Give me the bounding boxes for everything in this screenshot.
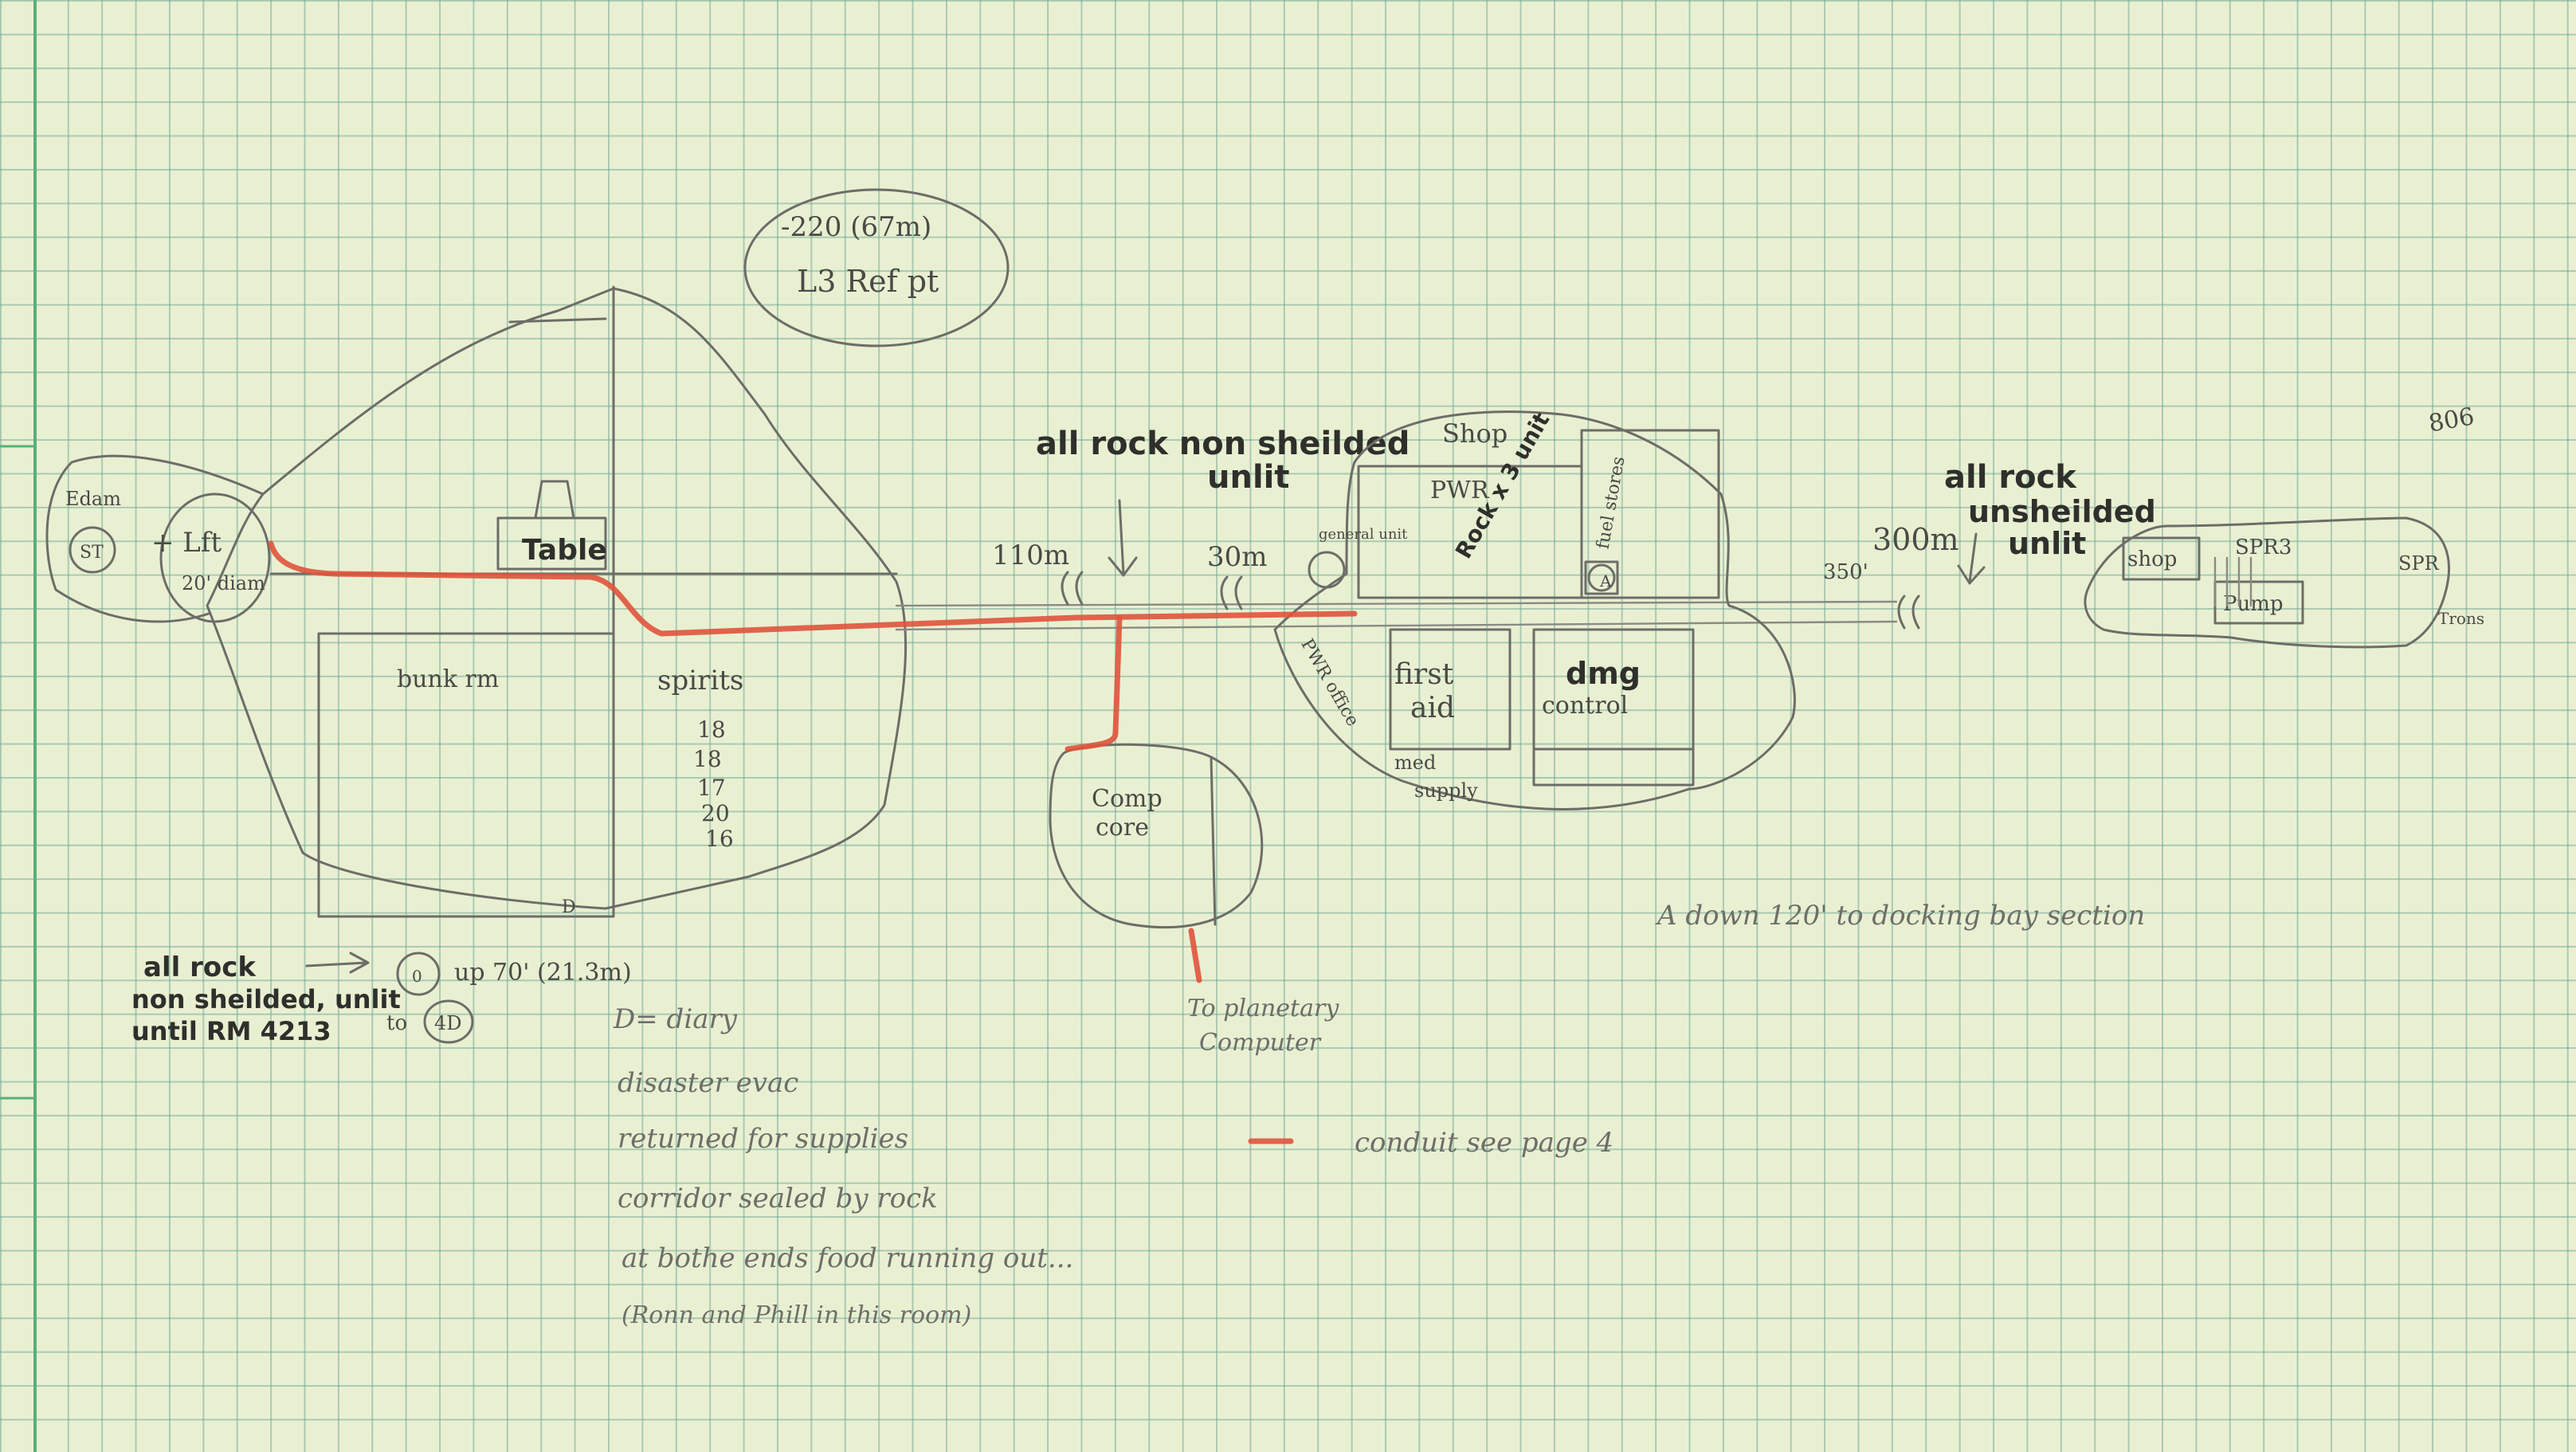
upper-shelf	[508, 317, 607, 324]
conduit-planetary	[1188, 928, 1202, 983]
lift-label: + Lft	[151, 527, 222, 559]
up-note: up 70' (21.3m)	[454, 959, 632, 987]
main-cavern-outline	[206, 287, 908, 910]
break-mark-30	[1220, 575, 1243, 610]
bottom-note-arrow	[305, 952, 370, 974]
circle-a-box	[1584, 560, 1619, 595]
lift-shaft	[159, 493, 271, 623]
diary-line-6: (Ronn and Phill in this room)	[621, 1301, 971, 1329]
comp-label: Comp	[1092, 785, 1163, 813]
to-planetary-2: Computer	[1199, 1029, 1322, 1057]
diary-line-4: corridor sealed by rock	[618, 1183, 938, 1215]
lift-size: 20' diam	[182, 572, 265, 595]
rock-note-bottom-3: until RM 4213	[131, 1016, 331, 1046]
spr3-right-label: SPR	[2398, 552, 2440, 575]
up-shaft-circle	[396, 952, 441, 996]
rock-note-right-arrow	[1957, 532, 1986, 585]
conduit-line	[268, 540, 1358, 637]
dist-110: 110m	[992, 540, 1069, 571]
circle-a-label: A	[1599, 571, 1612, 591]
spr3-grate	[2213, 556, 2253, 607]
rock-note-bottom-1: all rock	[143, 952, 257, 983]
elev-806: 806	[2426, 402, 2476, 438]
ref-point-label: L3 Ref pt	[797, 264, 939, 299]
shop-label: Shop	[1442, 418, 1508, 449]
main-corridor-bottom	[895, 620, 1898, 631]
right-shop-room	[2122, 536, 2201, 581]
general-unit-circle	[1308, 551, 1346, 589]
spirits-count-2: 18	[693, 746, 722, 772]
table-chair	[534, 480, 575, 520]
pwr-office-label: PWR office	[1296, 636, 1362, 730]
conduit-branch	[1065, 614, 1123, 752]
dist-30: 30m	[1207, 541, 1268, 573]
rock-note-top-arrow	[1108, 499, 1138, 577]
pump-label: Pump	[2223, 592, 2284, 616]
rock-note-bottom-2: non sheilded, unlit	[131, 984, 401, 1014]
diary-line-3: returned for supplies	[618, 1123, 908, 1155]
spr3-label: SPR3	[2235, 536, 2292, 559]
to-label: to	[386, 1011, 407, 1035]
spirits-count-5: 16	[705, 826, 734, 852]
dist-350: 350'	[1823, 560, 1868, 584]
right-end-cavern	[2084, 516, 2450, 649]
control-label: control	[1542, 692, 1628, 720]
bunk-room	[317, 632, 615, 918]
dmg-label: dmg	[1566, 656, 1641, 691]
rock-note-right-2: unsheilded	[1968, 494, 2156, 529]
core-label: core	[1096, 814, 1149, 842]
circle-4d-label: 4D	[434, 1012, 462, 1034]
st-circle	[69, 526, 116, 574]
central-complex-outline	[1273, 410, 1796, 810]
dmg-control-room	[1532, 628, 1695, 787]
rock-note-right-1: all rock	[1944, 459, 2077, 496]
pwr-label: PWR	[1430, 477, 1490, 504]
to-planetary-1: To planetary	[1187, 995, 1339, 1022]
fuel-stores-label: fuel stores	[1594, 455, 1629, 551]
spirits-label: spirits	[657, 665, 743, 697]
edam-label: Edam	[65, 488, 121, 510]
comp-core-outline	[1049, 743, 1264, 929]
circle-a	[1587, 563, 1616, 592]
main-corridor-top	[895, 600, 1898, 607]
bunk-label: bunk rm	[397, 665, 499, 693]
ref-elevation: -220 (67m)	[781, 211, 931, 243]
room-4d-circle	[423, 999, 474, 1044]
down-note: A down 120' to docking bay section	[1655, 900, 2145, 932]
break-mark-110	[1061, 571, 1084, 606]
rock-note-top-2: unlit	[1207, 459, 1290, 496]
supply-label: supply	[1414, 779, 1478, 802]
circle-0-label: 0	[412, 967, 422, 986]
rock-note-top-1: all rock non sheilded	[1036, 426, 1410, 462]
st-label: ST	[80, 543, 104, 563]
ref-point-ellipse	[743, 188, 1010, 347]
spirits-count-3: 17	[697, 775, 726, 801]
break-mark-300	[1897, 595, 1920, 630]
general-unit-label: general unit	[1319, 526, 1408, 543]
med-label: med	[1394, 752, 1436, 774]
rock-note-right-3: unlit	[2008, 526, 2086, 561]
diary-line-5: at bothe ends food running out...	[621, 1242, 1073, 1274]
diary-mark: D	[562, 897, 576, 917]
spirits-count-4: 20	[701, 800, 730, 826]
first-label: first	[1394, 658, 1454, 691]
dist-300: 300m	[1872, 522, 1959, 557]
table-label: Table	[522, 534, 607, 567]
trons-label: Trons	[2438, 609, 2484, 628]
aid-label: aid	[1410, 692, 1455, 724]
right-shop-label: shop	[2127, 547, 2177, 571]
table-box	[496, 516, 607, 571]
lift-lobe-outline	[45, 454, 265, 623]
spirits-count-1: 18	[697, 716, 726, 743]
diary-line-2: disaster evac	[618, 1067, 798, 1099]
diary-line-1: D= diary	[613, 1003, 738, 1035]
legend-conduit-label: conduit see page 4	[1355, 1127, 1613, 1159]
comp-core-divider	[1210, 755, 1217, 926]
